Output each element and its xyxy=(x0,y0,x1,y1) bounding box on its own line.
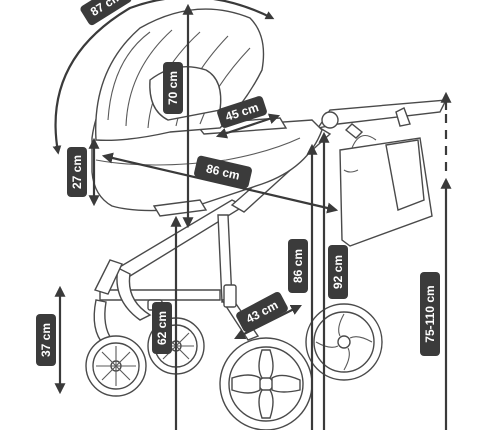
front-wheel-main xyxy=(219,337,313,430)
label-handle-height-low: 86 cm xyxy=(288,239,308,293)
label-canopy-height: 70 cm xyxy=(163,62,183,114)
label-carrycot-depth: 27 cm xyxy=(67,147,87,197)
rear-wheel-left xyxy=(85,335,147,397)
svg-text:27 cm: 27 cm xyxy=(70,155,84,189)
svg-text:70 cm: 70 cm xyxy=(166,71,180,105)
changing-bag xyxy=(339,134,433,247)
svg-text:62 cm: 62 cm xyxy=(155,311,169,345)
stroller-outline xyxy=(85,8,448,430)
carrycot-width-line xyxy=(215,113,281,139)
label-handle-adjust-range: 75-110 cm xyxy=(420,272,440,356)
label-wheel-height: 37 cm xyxy=(36,314,56,366)
label-seat-height: 62 cm xyxy=(152,302,172,354)
carrycot-length-line xyxy=(101,152,339,214)
dimension-lines xyxy=(52,0,452,430)
wheelbase-line xyxy=(234,305,302,339)
label-hood-arc: 87 cm xyxy=(80,0,132,26)
label-carrycot-length: 86 cm xyxy=(194,155,252,189)
svg-text:37 cm: 37 cm xyxy=(39,323,53,357)
svg-text:75-110 cm: 75-110 cm xyxy=(423,285,437,342)
front-wheel-back xyxy=(305,303,383,381)
label-handle-height-high: 92 cm xyxy=(328,245,348,299)
label-wheelbase: 43 cm xyxy=(236,291,288,333)
svg-text:92 cm: 92 cm xyxy=(331,255,345,289)
svg-text:86 cm: 86 cm xyxy=(291,249,305,283)
hood-arc-arrow xyxy=(52,0,275,155)
handlebar xyxy=(316,99,448,139)
label-carrycot-width: 45 cm xyxy=(217,96,267,128)
